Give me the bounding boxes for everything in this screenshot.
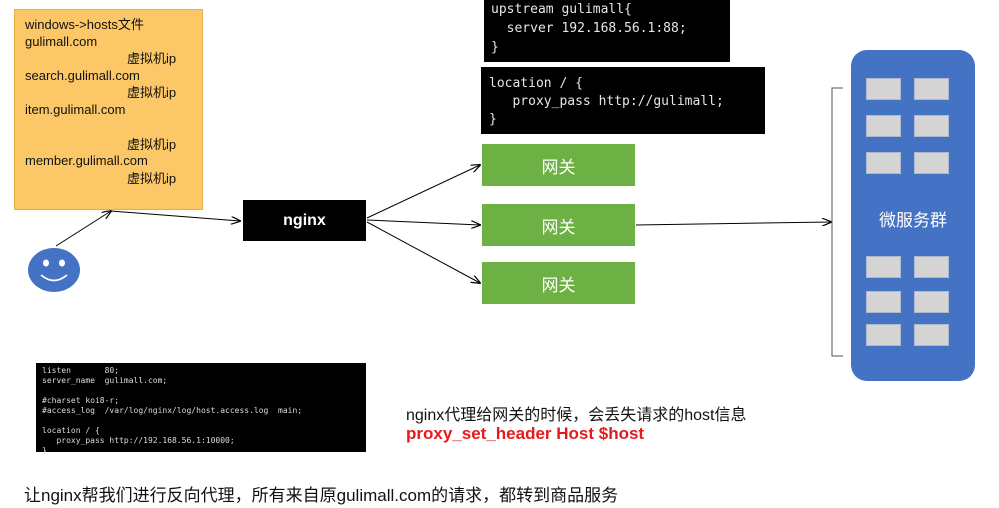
- host-loss-caption: nginx代理给网关的时候，会丢失请求的host信息: [406, 407, 747, 424]
- service-node: [914, 256, 949, 278]
- hosts-note-domain: gulimall.com: [25, 34, 98, 49]
- arrow-nginx-to-gateway-3: [366, 221, 480, 283]
- service-node: [914, 115, 949, 137]
- service-node: [866, 291, 901, 313]
- arrow-gateway-to-cluster: [635, 222, 831, 225]
- hosts-note-ip: 虚拟机ip: [127, 51, 177, 66]
- hosts-note-ip: 虚拟机ip: [127, 85, 177, 100]
- service-node: [914, 291, 949, 313]
- nginx-label: nginx: [283, 211, 326, 229]
- arrow-nginx-to-gateway-2: [366, 219, 480, 225]
- server-config-code: listen 80; server_name gulimall.com; #ch…: [36, 363, 366, 455]
- gateway-box: 网关: [482, 262, 635, 304]
- service-node: [914, 78, 949, 100]
- bottom-caption: 让nginx帮我们进行反向代理，所有来自原gulimall.com的请求，都转到…: [24, 486, 619, 505]
- proxy-header-caption: proxy_set_header Host $host: [406, 424, 645, 443]
- microservice-cluster: 微服务群: [851, 50, 975, 381]
- gateway-label: 网关: [541, 275, 576, 295]
- nginx-box: nginx: [243, 200, 366, 241]
- cluster-label: 微服务群: [879, 211, 947, 230]
- user-smiley-icon: [28, 248, 80, 292]
- hosts-note-domain: member.gulimall.com: [25, 153, 148, 168]
- arrow-user-to-hosts: [55, 211, 111, 247]
- hosts-note-title: windows->hosts文件: [25, 17, 144, 32]
- arrow-nginx-to-gateway-1: [366, 165, 480, 219]
- hosts-note: windows->hosts文件 gulimall.com 虚拟机ip sear…: [14, 9, 203, 210]
- location-config-code: location / { proxy_pass http://gulimall;…: [481, 67, 765, 134]
- service-node: [866, 152, 901, 174]
- gateway-label: 网关: [541, 157, 576, 177]
- gateway-box: 网关: [482, 144, 635, 186]
- service-node: [866, 256, 901, 278]
- hosts-note-domain: item.gulimall.com: [25, 102, 126, 117]
- upstream-config-code: upstream gulimall{ server 192.168.56.1:8…: [484, 0, 730, 62]
- service-node: [866, 324, 901, 346]
- hosts-note-domain: search.gulimall.com: [25, 68, 140, 83]
- service-node: [914, 324, 949, 346]
- gateway-label: 网关: [541, 217, 576, 237]
- gateway-box: 网关: [482, 204, 635, 246]
- service-node: [914, 152, 949, 174]
- hosts-note-ip: 虚拟机ip: [127, 171, 177, 186]
- cluster-bracket: [831, 87, 843, 357]
- arrow-hosts-to-nginx: [110, 210, 240, 221]
- service-node: [866, 78, 901, 100]
- hosts-note-ip: 虚拟机ip: [127, 137, 177, 152]
- service-node: [866, 115, 901, 137]
